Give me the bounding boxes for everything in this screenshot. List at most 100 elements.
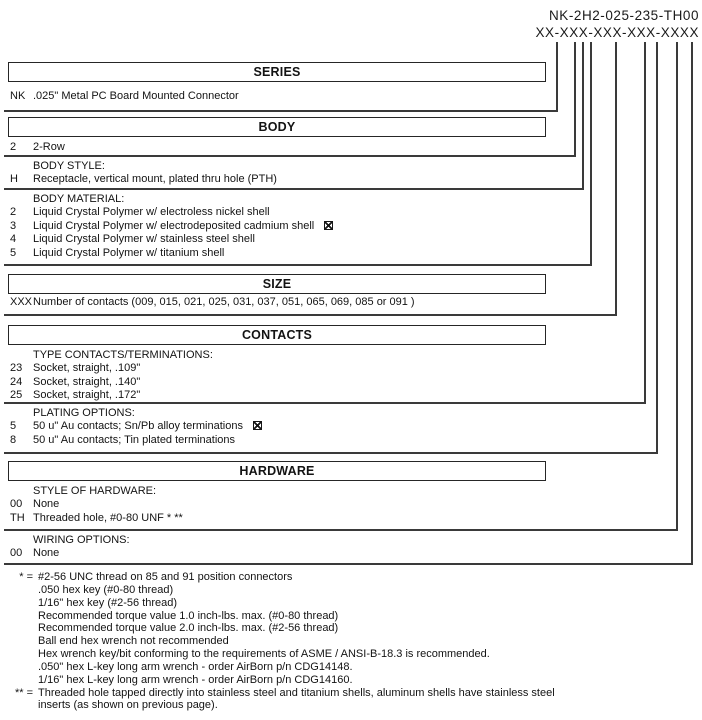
footnote-line: Hex wrench key/bit conforming to the req… <box>8 648 668 661</box>
description-cell: None <box>33 547 60 560</box>
code-row: 23 Socket, straight, .109" <box>0 362 585 375</box>
connector-line-wiring <box>691 42 693 565</box>
connector-line-hardware-style <box>676 42 678 531</box>
section-title: SERIES <box>253 65 301 79</box>
separator-hardware-style <box>4 529 678 531</box>
subsection-heading: STYLE OF HARDWARE: <box>33 485 157 497</box>
subsection-heading: WIRING OPTIONS: <box>33 534 130 546</box>
footnote-text: .050" hex L-key long arm wrench - order … <box>38 660 353 673</box>
body-row-count: 2 2-Row <box>0 141 585 154</box>
code-cell: 8 <box>10 433 17 446</box>
code-cell: 4 <box>10 233 17 246</box>
body-material-subsection: BODY MATERIAL: 2 Liquid Crystal Polymer … <box>0 193 585 260</box>
footnote-line: Ball end hex wrench not recommended <box>8 635 668 648</box>
footnote-text: 1/16" hex key (#2-56 thread) <box>38 596 178 609</box>
section-header-series: SERIES <box>8 62 546 82</box>
code-row: 00 None <box>0 547 585 560</box>
description-cell: Socket, straight, .140" <box>33 375 141 388</box>
connector-line-body-style <box>582 42 584 190</box>
code-cell: 5 <box>10 420 17 433</box>
footnote-line: Recommended torque value 2.0 inch-lbs. m… <box>8 622 668 635</box>
section-header-contacts: CONTACTS <box>8 325 546 345</box>
connector-line-body-material <box>590 42 592 266</box>
description-cell: 50 u" Au contacts; Sn/Pb alloy terminati… <box>33 420 243 433</box>
code-cell: 00 <box>10 498 23 511</box>
description-cell: Socket, straight, .172" <box>33 389 141 402</box>
code-row: TH Threaded hole, #0-80 UNF * ** <box>0 512 585 525</box>
footnote-marker: * = <box>19 571 33 583</box>
code-row: 8 50 u" Au contacts; Tin plated terminat… <box>0 434 585 447</box>
boxed-x-icon <box>252 421 262 431</box>
code-row: H Receptacle, vertical mount, plated thr… <box>0 173 585 186</box>
description-cell: Socket, straight, .109" <box>33 362 141 375</box>
part-number-mask: XX-XXX-XXX-XXX-XXXX <box>535 25 699 40</box>
footnote-text: .050 hex key (#0-80 thread) <box>38 583 174 596</box>
boxed-x-icon <box>324 220 334 230</box>
code-cell: 00 <box>10 547 23 560</box>
section-title: CONTACTS <box>241 328 313 342</box>
footnote-text: Hex wrench key/bit conforming to the req… <box>38 648 490 661</box>
body-style-subsection: BODY STYLE: H Receptacle, vertical mount… <box>0 160 585 187</box>
code-cell: 2 <box>10 141 17 153</box>
code-row: 5 Liquid Crystal Polymer w/ titanium she… <box>0 247 585 260</box>
code-row: 4 Liquid Crystal Polymer w/ stainless st… <box>0 233 585 246</box>
code-cell: XXX <box>10 296 33 308</box>
separator-contacts-type <box>4 402 646 404</box>
code-cell: 3 <box>10 219 17 232</box>
description-cell: Number of contacts (009, 015, 021, 025, … <box>33 296 415 308</box>
connector-line-series <box>556 42 558 112</box>
section-header-body: BODY <box>8 117 546 137</box>
connector-line-size <box>615 42 617 316</box>
contacts-type-subsection: TYPE CONTACTS/TERMINATIONS: 23 Socket, s… <box>0 349 585 403</box>
code-row: XXX Number of contacts (009, 015, 021, 0… <box>0 296 585 309</box>
connector-line-plating <box>656 42 658 454</box>
hardware-style-subsection: STYLE OF HARDWARE: 00 None TH Threaded h… <box>0 485 585 525</box>
code-row: 25 Socket, straight, .172" <box>0 389 585 402</box>
description-cell: Receptacle, vertical mount, plated thru … <box>33 173 277 186</box>
footnote-line: 1/16" hex L-key long arm wrench - order … <box>8 674 668 687</box>
separator-body-material <box>4 264 592 266</box>
code-cell: TH <box>10 511 25 524</box>
separator-size <box>4 314 617 316</box>
separator-wiring <box>4 563 693 565</box>
code-cell: 24 <box>10 375 23 388</box>
code-cell: 5 <box>10 246 17 259</box>
code-cell: 25 <box>10 389 23 402</box>
separator-body-style <box>4 188 584 190</box>
subsection-heading: TYPE CONTACTS/TERMINATIONS: <box>33 349 213 361</box>
description-cell: None <box>33 498 60 511</box>
description-cell: .025" Metal PC Board Mounted Connector <box>33 90 239 102</box>
part-number: NK-2H2-025-235-TH00 <box>548 8 699 23</box>
footnote-text: Threaded hole tapped directly into stain… <box>38 686 555 699</box>
description-cell: Liquid Crystal Polymer w/ electroless ni… <box>33 206 270 219</box>
code-row: 24 Socket, straight, .140" <box>0 376 585 389</box>
footnote-line: * =#2-56 UNC thread on 85 and 91 positio… <box>8 571 668 584</box>
plating-subsection: PLATING OPTIONS: 5 50 u" Au contacts; Sn… <box>0 407 585 447</box>
code-row: 2 Liquid Crystal Polymer w/ electroless … <box>0 206 585 219</box>
footnote-line: .050" hex L-key long arm wrench - order … <box>8 661 668 674</box>
separator-body-row <box>4 155 576 157</box>
footnote-text: 1/16" hex L-key long arm wrench - order … <box>38 673 353 686</box>
subsection-heading: PLATING OPTIONS: <box>33 407 135 419</box>
footnote-text: Recommended torque value 1.0 inch-lbs. m… <box>38 609 339 622</box>
separator-series <box>4 110 558 112</box>
description-cell: Liquid Crystal Polymer w/ stainless stee… <box>33 233 255 246</box>
footnote-line: inserts (as shown on previous page). <box>8 699 668 712</box>
section-title: BODY <box>258 120 296 134</box>
footnote-line: .050 hex key (#0-80 thread) <box>8 584 668 597</box>
code-cell: H <box>10 173 18 186</box>
description-cell: Liquid Crystal Polymer w/ electrodeposit… <box>33 219 315 232</box>
footnote-line: Recommended torque value 1.0 inch-lbs. m… <box>8 610 668 623</box>
description-cell: Threaded hole, #0-80 UNF * ** <box>33 511 183 524</box>
footnote-line: 1/16" hex key (#2-56 thread) <box>8 597 668 610</box>
code-row: 5 50 u" Au contacts; Sn/Pb alloy termina… <box>0 420 585 433</box>
subsection-heading: BODY MATERIAL: <box>33 193 125 205</box>
code-row: 3 Liquid Crystal Polymer w/ electrodepos… <box>0 220 585 233</box>
section-title: HARDWARE <box>239 464 315 478</box>
section-header-hardware: HARDWARE <box>8 461 546 481</box>
code-row: 00 None <box>0 498 585 511</box>
code-cell: 23 <box>10 362 23 375</box>
footnotes: * =#2-56 UNC thread on 85 and 91 positio… <box>8 571 668 712</box>
section-title: SIZE <box>262 277 292 291</box>
